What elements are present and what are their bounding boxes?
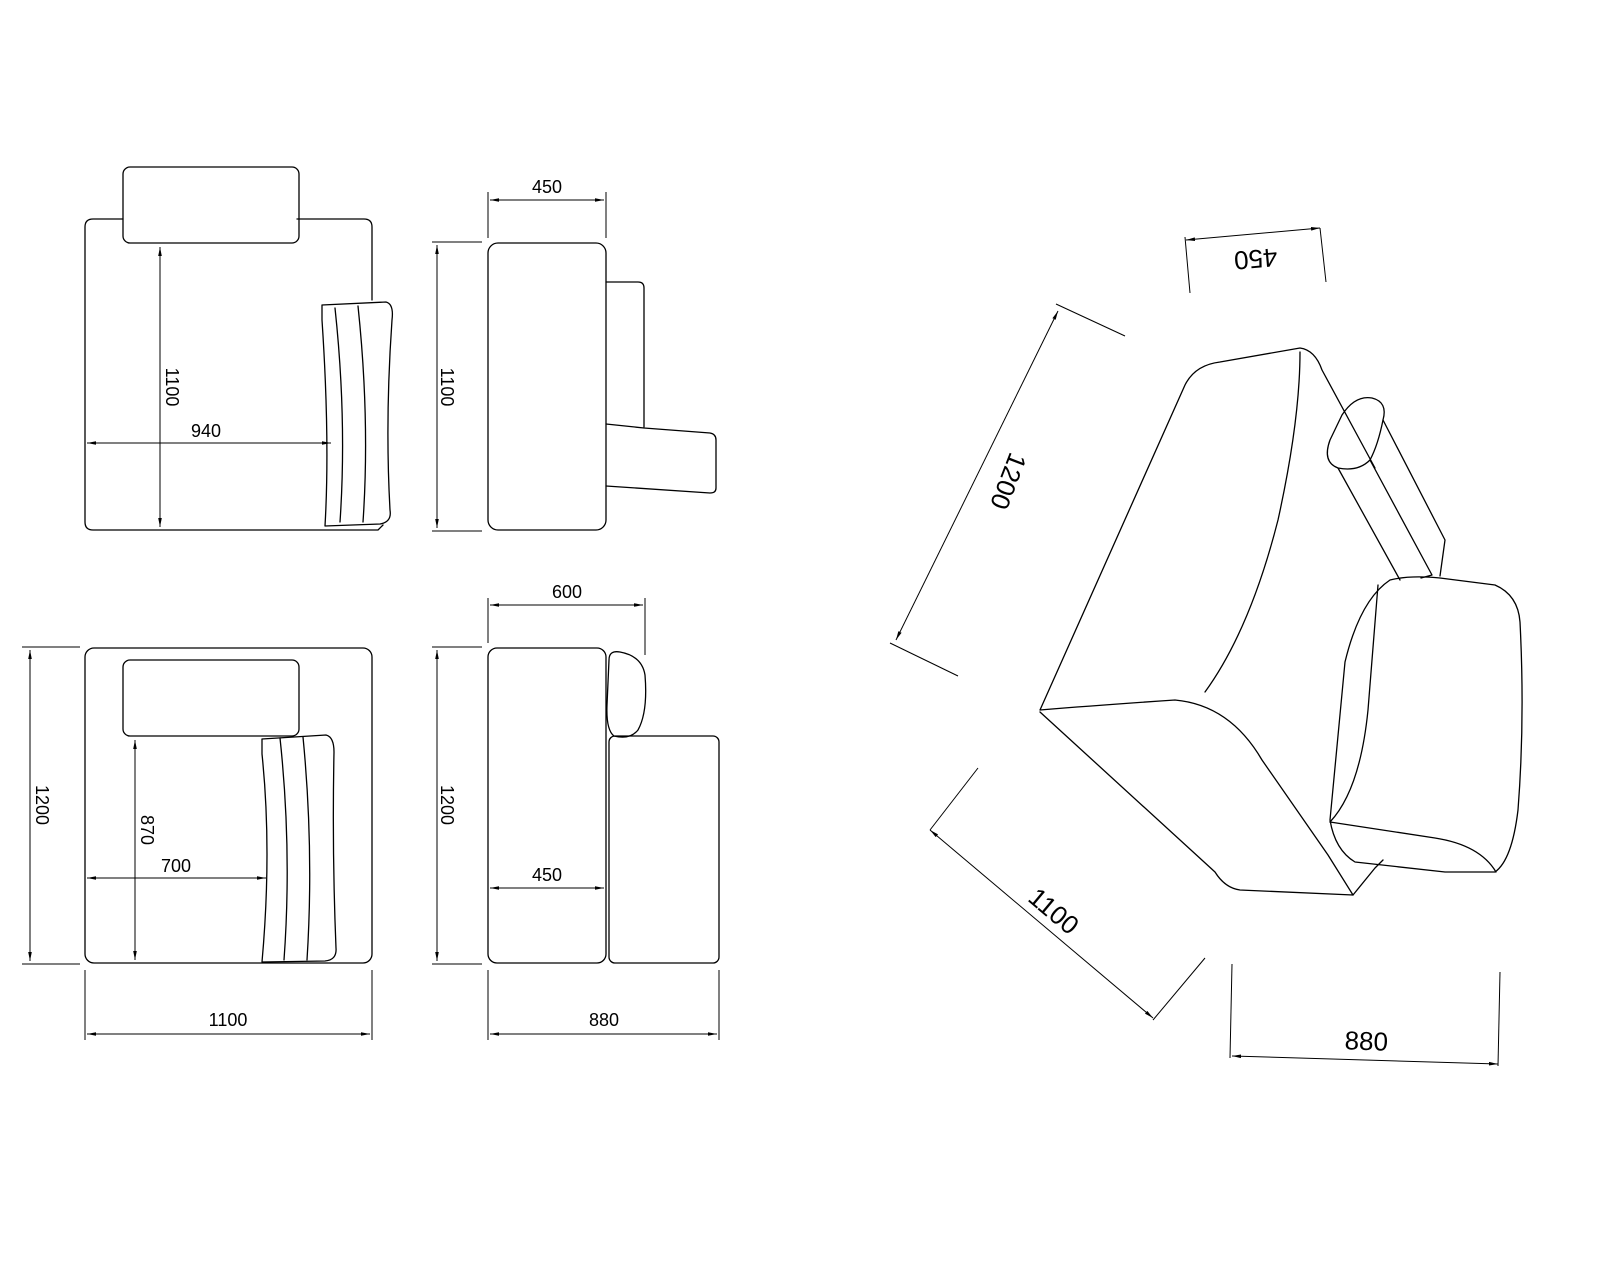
dimension-line-depth (929, 829, 1154, 1019)
depth-label: 1100 (162, 368, 182, 407)
side-view-1: 1100 450 (432, 177, 717, 532)
backrest-edge (1204, 351, 1301, 693)
seat-outline (84, 647, 373, 964)
armrest-cushion (261, 734, 337, 963)
seat-label: 450 (532, 865, 562, 885)
headrest-cushion (1326, 396, 1446, 581)
backrest-block (487, 242, 607, 531)
width-label: 940 (191, 421, 221, 441)
extension-line (1229, 963, 1233, 1059)
base-edge (1352, 859, 1384, 896)
height-label: 1100 (437, 368, 457, 407)
armrest-cushion (321, 301, 394, 527)
footrest-block (608, 735, 720, 964)
headrest (122, 166, 300, 244)
width-label: 1100 (209, 1010, 248, 1030)
inner-width-label: 700 (161, 856, 191, 876)
width-label: 880 (1344, 1025, 1388, 1056)
top-label: 600 (552, 582, 582, 602)
outer-depth-label: 1200 (32, 785, 52, 825)
footrest-profile (605, 423, 717, 494)
height-label: 1200 (437, 785, 457, 825)
inner-depth-label: 870 (137, 815, 157, 845)
top-label: 450 (532, 177, 562, 197)
backrest-body (1039, 347, 1376, 896)
dimension-line-height (895, 310, 1059, 641)
top-label: 450 (1233, 242, 1279, 276)
width-label: 880 (589, 1010, 619, 1030)
extension-line (1497, 971, 1501, 1067)
depth-label: 1100 (1023, 882, 1085, 941)
extension-line (929, 767, 979, 831)
footrest-cushion (1329, 576, 1523, 873)
extension-line (1152, 957, 1206, 1021)
extension-line (1319, 227, 1327, 283)
headrest-profile (606, 651, 647, 738)
top-view-1: 1100 940 (84, 166, 394, 531)
extension-line (1055, 303, 1126, 337)
extension-line (889, 642, 959, 677)
headrest-profile (605, 281, 645, 428)
side-view-2: 1200 600 450 880 (432, 582, 720, 1040)
dimension-line-top (1185, 227, 1321, 241)
seat-outline (84, 218, 384, 531)
top-view-2: 1200 870 700 1100 (22, 646, 373, 1040)
headrest (122, 659, 300, 737)
backrest-block (487, 647, 607, 964)
height-label: 1200 (984, 449, 1033, 514)
isometric-view: 450 1200 1100 880 (889, 227, 1523, 1067)
extension-line (1184, 236, 1191, 294)
dimension-line-width (1231, 1054, 1499, 1066)
